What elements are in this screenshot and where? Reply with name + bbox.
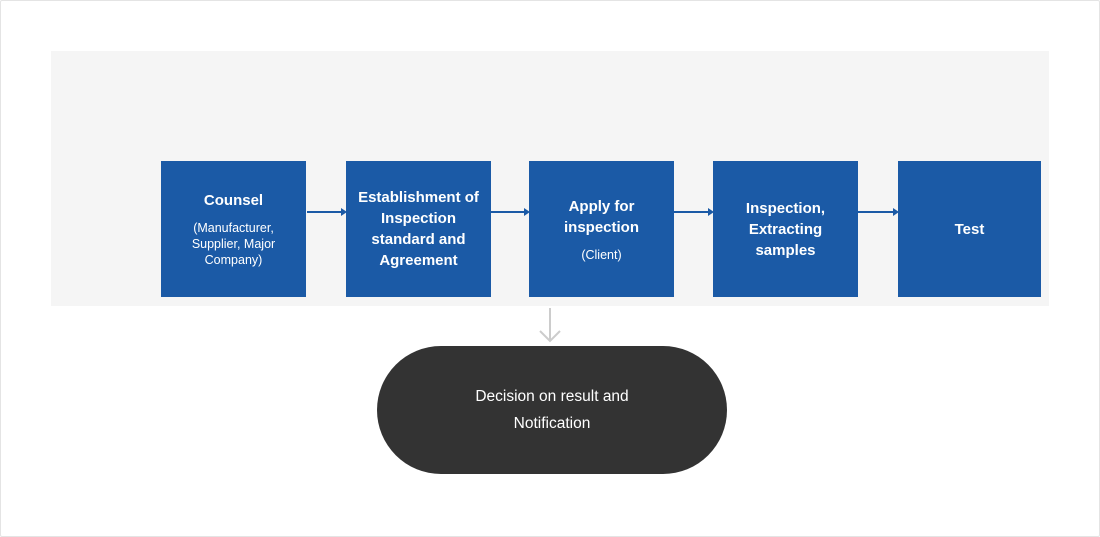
step-inspection-extracting-samples: Inspection, Extracting samples: [713, 161, 858, 297]
step-title: Counsel: [203, 192, 264, 209]
step-subtitle: (Manufacturer, Supplier, Major Company): [191, 221, 276, 267]
step-title: Establishment of Inspection standard and…: [358, 189, 479, 269]
step-title: Test: [954, 220, 985, 238]
step-establishment: Establishment of Inspection standard and…: [346, 161, 491, 297]
step-test: Test: [898, 161, 1041, 297]
right-arrow-connector: [857, 208, 899, 216]
final-step-decision: Decision on result and Notification: [377, 346, 727, 474]
step-title: Apply for inspection: [563, 197, 639, 236]
step-counsel: Counsel (Manufacturer, Supplier, Major C…: [161, 161, 306, 297]
right-arrow-connector: [490, 208, 530, 216]
process-steps-panel: Counsel (Manufacturer, Supplier, Major C…: [51, 51, 1049, 306]
final-step-line2: Notification: [513, 415, 591, 432]
down-arrow-icon: [539, 308, 561, 343]
right-arrow-connector: [673, 208, 714, 216]
right-arrow-connector: [307, 208, 347, 216]
final-step-line1: Decision on result and: [475, 388, 629, 405]
step-subtitle: (Client): [581, 247, 622, 262]
step-apply-for-inspection: Apply for inspection (Client): [529, 161, 674, 297]
step-title: Inspection, Extracting samples: [745, 199, 826, 259]
